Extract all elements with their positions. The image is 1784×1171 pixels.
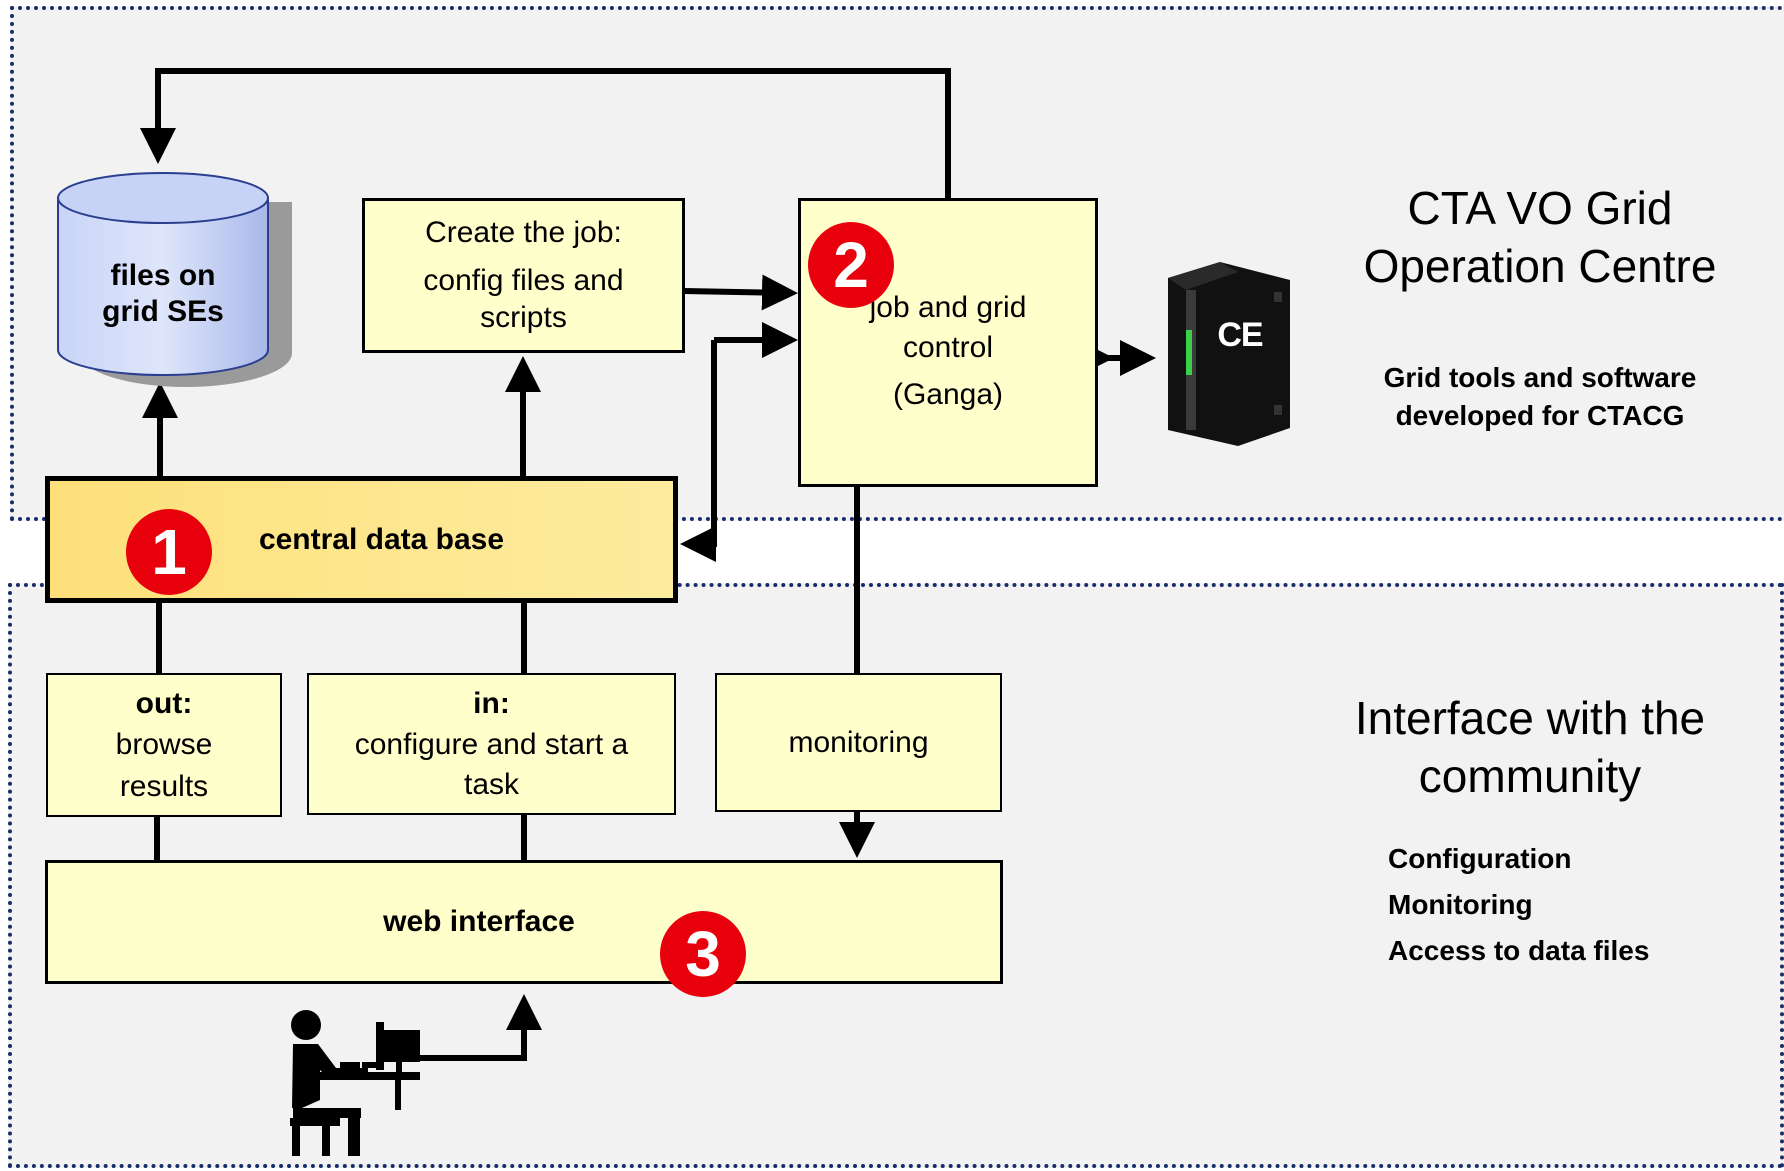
in-box: in: configure and start a task [307,673,676,815]
arrow-control-to-db [680,340,717,562]
web-interface-box: web interface [45,860,1003,984]
community-zone-title: Interface with the community [1320,690,1740,805]
storage-label: files on grid SEs [58,258,268,330]
job-control-line1: job and grid [869,291,1027,324]
job-control-line2: control [902,330,994,364]
monitoring-box: monitoring [715,673,1002,812]
step-three-badge: 3 [660,911,746,997]
out-box-line1: browse [115,728,213,762]
out-box-line2: results [119,769,209,803]
community-zone-items: Configuration Monitoring Access to data … [1388,836,1748,974]
community-item-monitoring: Monitoring [1388,889,1533,920]
out-box: out: browse results [46,673,282,817]
create-job-box: Create the job: config files and scripts [362,198,685,353]
compute-element-label: CE [1217,316,1263,354]
grid-zone-subtitle-line1: Grid tools and software [1383,362,1697,393]
create-job-line1: Create the job: [425,216,622,250]
in-box-line2: task [463,767,520,801]
community-zone-title-line2: community [1418,749,1642,802]
community-zone-title-line1: Interface with the [1354,692,1706,744]
monitoring-label: monitoring [788,725,929,759]
community-item-configuration: Configuration [1388,843,1572,874]
out-box-title: out: [135,686,193,720]
in-box-line1: configure and start a [354,728,629,762]
step-one-badge: 1 [126,509,212,595]
job-control-line3: (Ganga) [892,378,1004,411]
create-job-line3: scripts [480,301,567,335]
arrow-create-job-to-control [683,274,798,311]
step-two-badge: 2 [808,222,894,308]
grid-zone-title: CTA VO Grid Operation Centre [1330,180,1750,295]
in-box-title: in: [473,686,510,720]
storage-label-line1: files on [110,259,216,292]
grid-zone-title-line1: CTA VO Grid [1407,182,1673,234]
storage-label-line2: grid SEs [102,295,224,328]
arrow-user-to-web [418,994,542,1061]
grid-zone-title-line2: Operation Centre [1363,239,1717,292]
central-database-label: central data base [258,522,505,556]
web-interface-label: web interface [383,905,575,939]
arrow-control-to-storage [140,68,951,200]
create-job-line2: config files and [423,263,624,297]
community-item-data-access: Access to data files [1388,935,1650,966]
grid-zone-subtitle-line2: developed for CTACG [1395,399,1685,431]
grid-zone-subtitle: Grid tools and software developed for CT… [1330,359,1750,435]
